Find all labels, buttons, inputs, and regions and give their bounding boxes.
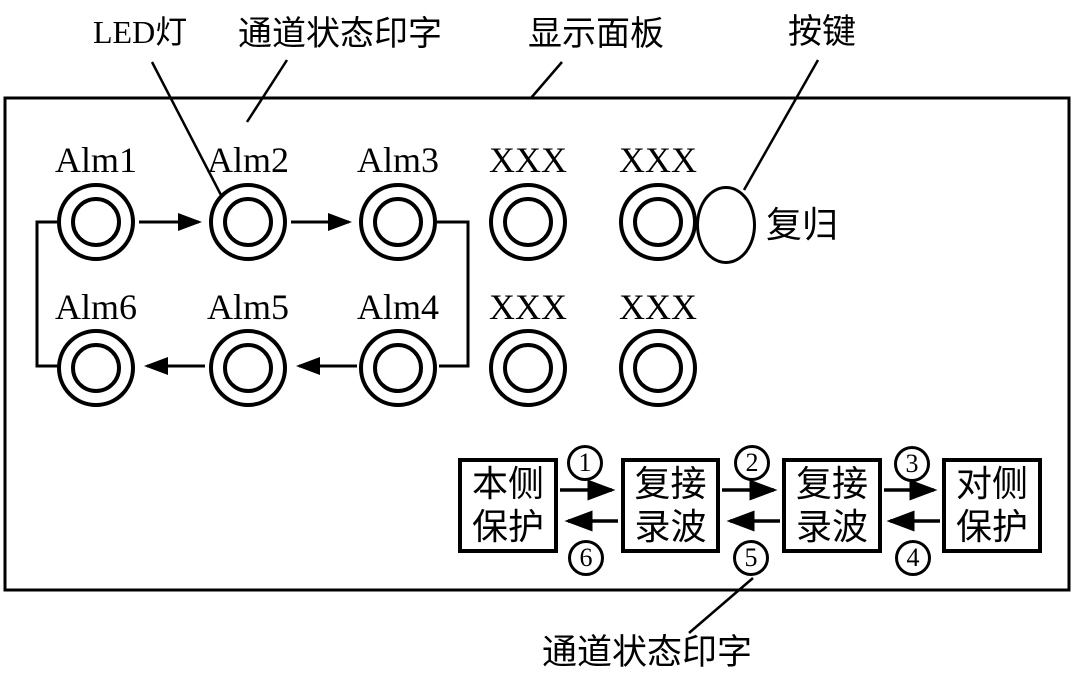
leader-line-display-panel [530,61,563,99]
led-lamp-alm5-core [223,343,273,393]
led-lamp-xxx-r2c5-core [633,343,683,393]
led-label-xxx-r1c5: XXX [619,140,697,180]
led-lamp-xxx-r2c5 [619,329,697,407]
flow-box-text: 复接 [795,463,868,504]
led-lamp-alm5 [209,329,287,407]
step-number-5: 5 [733,540,769,576]
step-number-1: 1 [567,445,603,481]
display-panel-callout: 显示面板 [528,16,664,53]
led-lamp-alm2-core [223,197,273,247]
leader-line-led [150,61,224,198]
led-lamp-alm1-core [71,197,121,247]
step-number-3: 3 [894,446,930,482]
leader-line-channel-status-top [245,59,289,123]
led-lamp-alm6 [57,329,135,407]
step-number-4: 4 [895,540,931,576]
led-lamp-xxx-r1c4 [489,183,567,261]
led-lamp-xxx-r2c4 [489,329,567,407]
led-label-alm6: Alm6 [54,287,137,327]
step-number-6: 6 [568,540,604,576]
led-lamp-alm1 [57,183,135,261]
led-lamp-alm2 [209,183,287,261]
flow-box-text: 对侧 [955,463,1028,504]
channel-status-callout-bottom: 通道状态印字 [542,633,753,672]
leader-line-channel-status-bottom [688,577,754,634]
led-lamp-xxx-r1c5 [619,183,697,261]
led-label-alm4: Alm4 [356,287,439,327]
led-lamp-alm6-core [71,343,121,393]
led-label-alm1: Alm1 [54,140,137,180]
reset-button-label: 复归 [766,205,839,245]
flow-box-text: 录波 [634,506,707,547]
display-panel-outline [3,96,1071,592]
led-lamp-alm3-core [373,197,423,247]
led-lamp-alm4-core [373,343,423,393]
led-lamp-alm3 [359,183,437,261]
led-loop-bracket-right [437,220,470,368]
led-label-alm2: Alm2 [206,140,289,180]
flow-box-text: 本侧 [471,463,544,504]
step-number-2: 2 [734,445,770,481]
flow-box-local-protection: 本侧 保护 [458,458,558,553]
reset-button [696,186,756,264]
led-callout-label: LED灯 [93,14,188,50]
flow-box-text: 录波 [795,506,868,547]
led-label-xxx-r2c4: XXX [489,287,567,327]
led-label-xxx-r2c5: XXX [619,287,697,327]
button-callout: 按键 [788,14,856,51]
led-label-xxx-r1c4: XXX [489,140,567,180]
led-lamp-xxx-r1c4-core [503,197,553,247]
flow-box-text: 复接 [634,463,707,504]
led-loop-bracket-left [35,220,58,368]
led-label-alm3: Alm3 [356,140,439,180]
led-lamp-xxx-r1c5-core [633,197,683,247]
flow-box-mux-recorder-2: 复接 录波 [782,458,882,553]
flow-box-text: 保护 [471,506,544,547]
flow-box-mux-recorder-1: 复接 录波 [621,458,720,553]
led-label-alm5: Alm5 [206,287,289,327]
led-lamp-alm4 [359,329,437,407]
channel-status-callout-top: 通道状态印字 [238,16,442,53]
flow-box-remote-protection: 对侧 保护 [942,458,1042,553]
flow-box-text: 保护 [955,506,1028,547]
leader-line-button [742,59,820,191]
led-lamp-xxx-r2c4-core [503,343,553,393]
